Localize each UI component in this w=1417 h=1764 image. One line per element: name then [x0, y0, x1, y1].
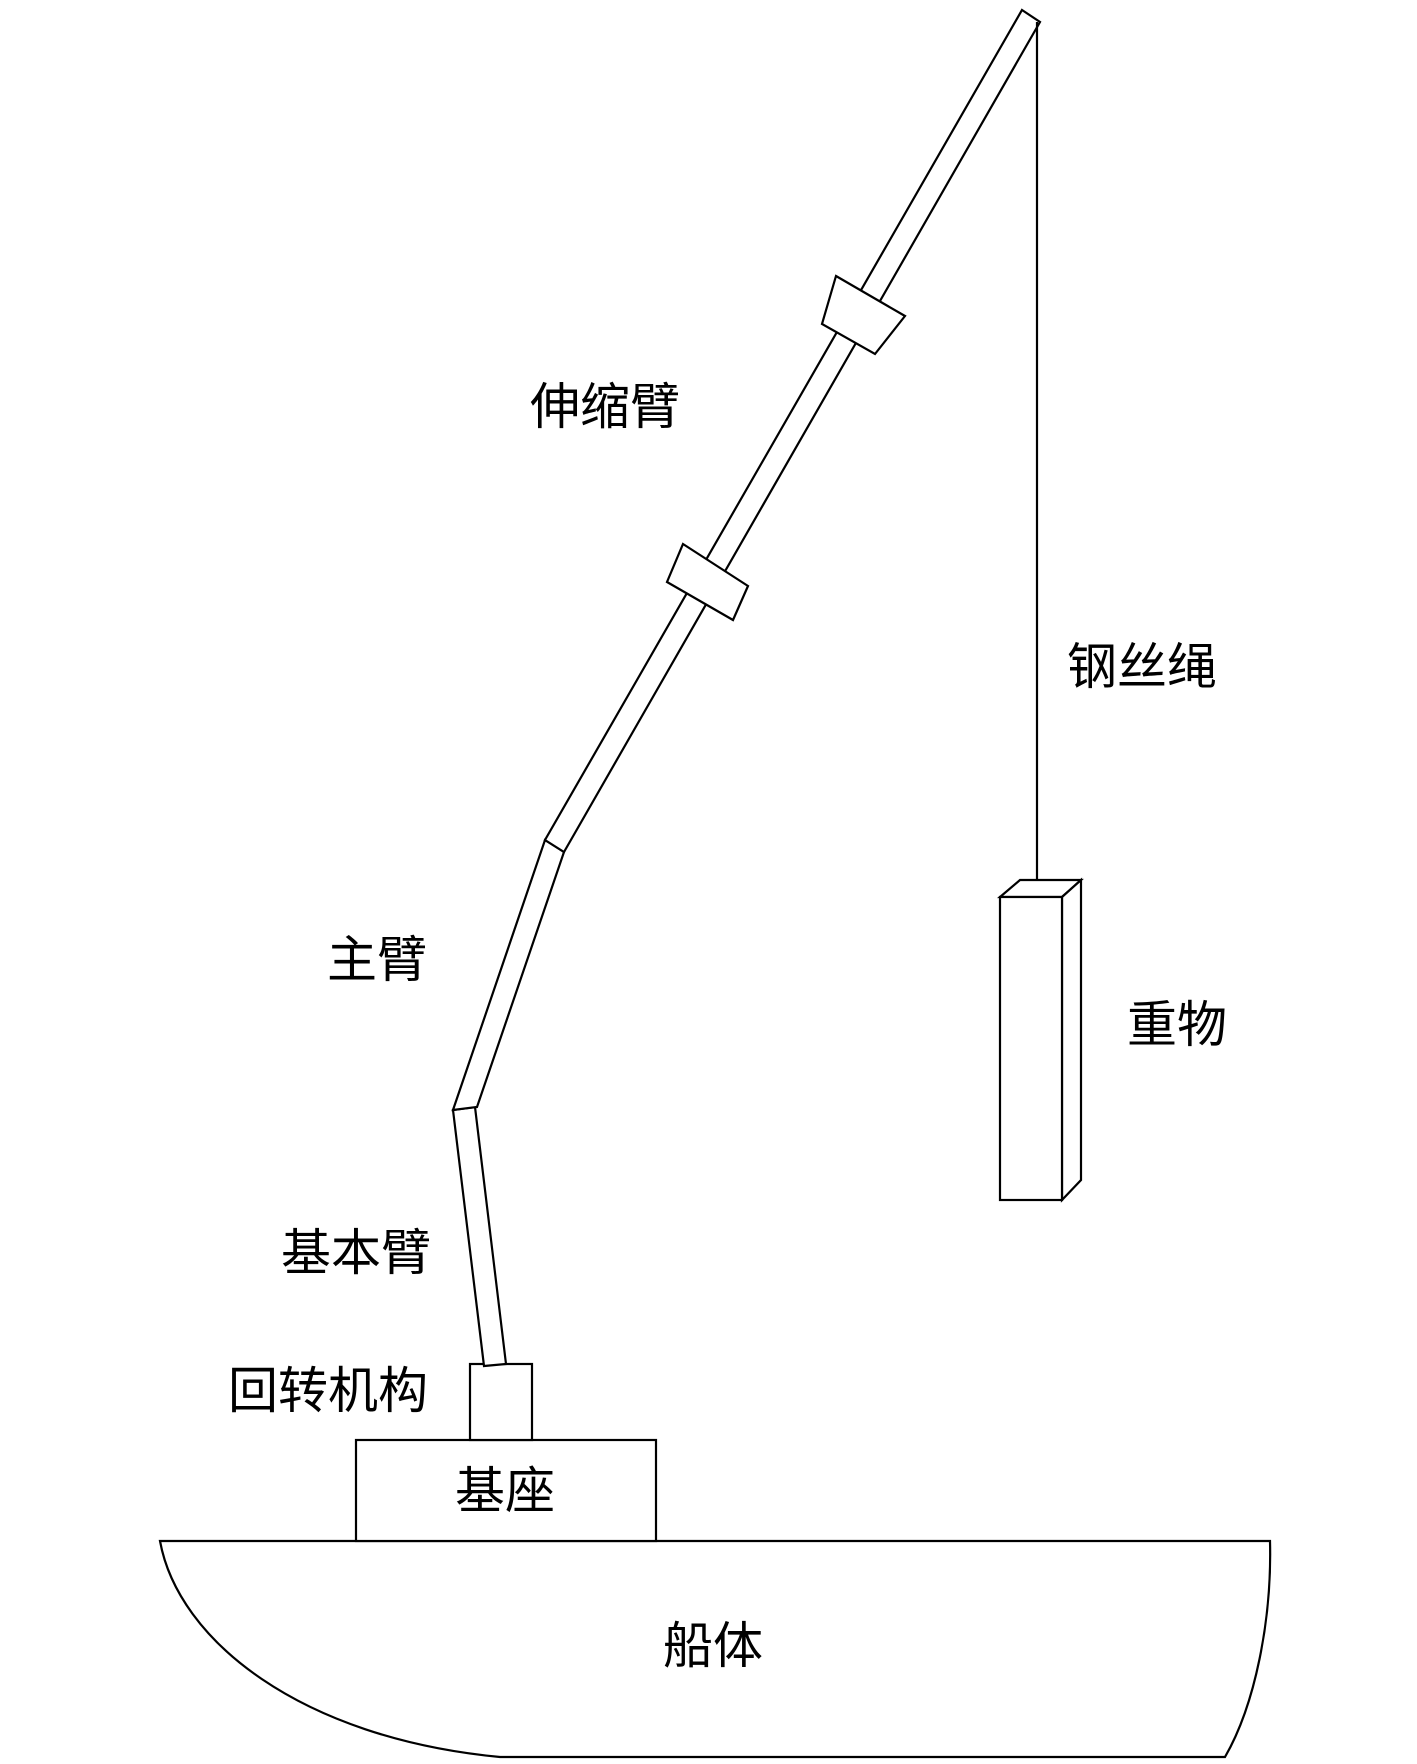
pedestal-label: 基座 [455, 1462, 555, 1520]
slewing-mechanism-box [468, 1362, 534, 1442]
telescopic-boom-label: 伸缩臂 [530, 378, 680, 436]
pedestal-box [354, 1438, 658, 1543]
wire-rope-label: 钢丝绳 [1067, 638, 1217, 696]
main-boom-shape [451, 838, 566, 1112]
hull-label: 船体 [663, 1617, 763, 1675]
upper-boom-collar [820, 274, 907, 356]
hull-shape [158, 1539, 1272, 1759]
base-boom-shape [451, 1105, 508, 1368]
base-boom-label: 基本臂 [281, 1224, 431, 1282]
main-boom-label: 主臂 [327, 931, 427, 989]
load-side-face [1060, 877, 1083, 1203]
load-front-face [998, 895, 1064, 1202]
load-label: 重物 [1127, 996, 1227, 1054]
lower-boom-collar [665, 542, 750, 622]
slewing-mechanism-label: 回转机构 [228, 1362, 428, 1420]
